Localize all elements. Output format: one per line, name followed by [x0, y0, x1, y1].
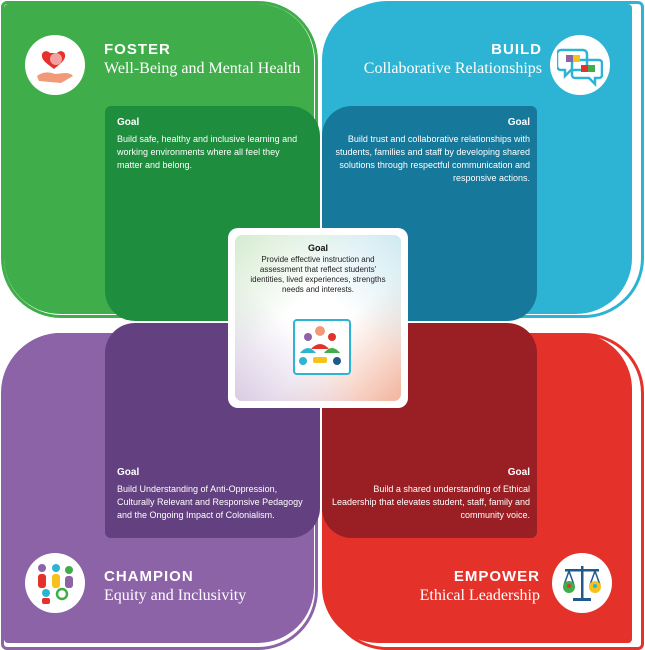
foster-keyword: FOSTER: [104, 41, 171, 58]
empower-heading: EMPOWER Ethical Leadership: [420, 568, 540, 605]
foster-subtitle: Well-Being and Mental Health: [104, 60, 301, 77]
champion-keyword: CHAMPION: [104, 568, 194, 585]
students-group-icon: [293, 319, 351, 375]
build-goal-text: Build trust and collaborative relationsh…: [335, 134, 530, 183]
empower-keyword: EMPOWER: [453, 568, 540, 585]
champion-goal-label: Goal: [117, 467, 140, 478]
build-keyword: BUILD: [491, 41, 542, 58]
foster-goal-text: Build safe, healthy and inclusive learni…: [117, 134, 298, 170]
build-goal-box: Goal Build trust and collaborative relat…: [322, 106, 537, 321]
empower-subtitle: Ethical Leadership: [419, 587, 540, 604]
champion-subtitle: Equity and Inclusivity: [104, 587, 247, 604]
empower-goal-text: Build a shared understanding of Ethical …: [332, 484, 530, 520]
build-subtitle: Collaborative Relationships: [363, 60, 542, 77]
center-goal-text: Provide effective instruction and assess…: [250, 255, 386, 294]
heart-hand-icon: [25, 35, 85, 95]
scales-icon: [552, 553, 612, 613]
foster-goal-label: Goal: [117, 117, 140, 128]
center-goal-panel: Goal Provide effective instruction and a…: [235, 235, 401, 401]
champion-heading: CHAMPION Equity and Inclusivity: [104, 568, 246, 605]
center-goal-label: Goal: [307, 243, 328, 253]
build-heading: BUILD Collaborative Relationships: [364, 41, 542, 78]
champion-goal-text: Build Understanding of Anti-Oppression, …: [117, 484, 303, 520]
foster-heading: FOSTER Well-Being and Mental Health: [104, 41, 300, 78]
diverse-people-icon: [25, 553, 85, 613]
empower-goal-label: Goal: [507, 467, 530, 478]
center-goal-frame: Goal Provide effective instruction and a…: [228, 228, 408, 408]
puzzle-chat-icon: [550, 35, 610, 95]
build-goal-label: Goal: [507, 117, 530, 128]
